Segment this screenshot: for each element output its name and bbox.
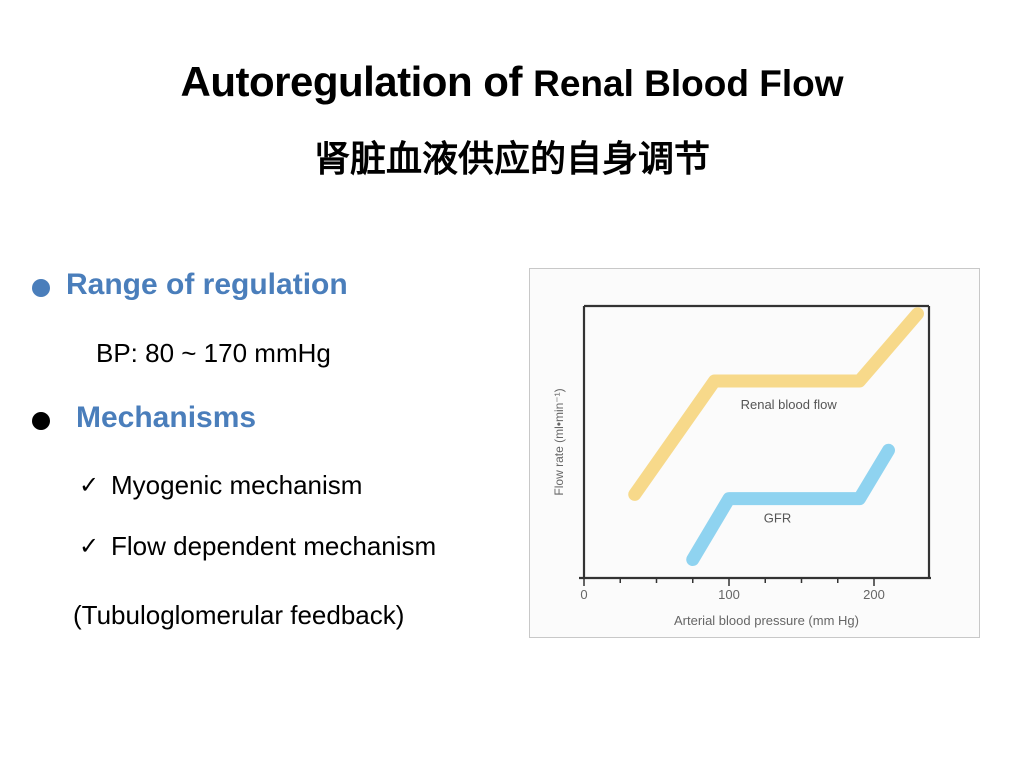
bullet-heading-range: Range of regulation [66, 268, 348, 301]
series-line-gfr [686, 443, 895, 566]
series-line-renal-blood-flow [628, 307, 924, 501]
title-rest: Renal Blood Flow [533, 63, 844, 104]
slide-subtitle: 肾脏血液供应的自身调节 [313, 139, 710, 180]
bullet-dot-2 [32, 412, 50, 430]
slide-title: Autoregulation of Renal Blood Flow [0, 58, 1024, 106]
x-tick-label: 100 [718, 587, 740, 602]
x-axis-label: Arterial blood pressure (mm Hg) [674, 613, 859, 628]
x-tick-label: 0 [580, 587, 587, 602]
feedback-note: (Tubuloglomerular feedback) [73, 600, 405, 630]
y-axis-label: Flow rate (ml•min⁻¹) [552, 388, 566, 495]
check-icon: ✓ [79, 471, 100, 499]
series-label-gfr: GFR [764, 511, 791, 526]
series-label-renal-blood-flow: Renal blood flow [741, 397, 838, 412]
x-tick-label: 200 [863, 587, 885, 602]
bullet-dot-1 [32, 279, 50, 297]
bp-range-text: BP: 80 ~ 170 mmHg [96, 338, 331, 368]
mechanism-item-myogenic: Myogenic mechanism [111, 470, 363, 500]
bullet-heading-mechanisms: Mechanisms [76, 401, 257, 434]
check-icon: ✓ [79, 532, 100, 560]
title-main: Autoregulation of [180, 58, 534, 105]
mechanism-item-flow: Flow dependent mechanism [111, 531, 437, 561]
